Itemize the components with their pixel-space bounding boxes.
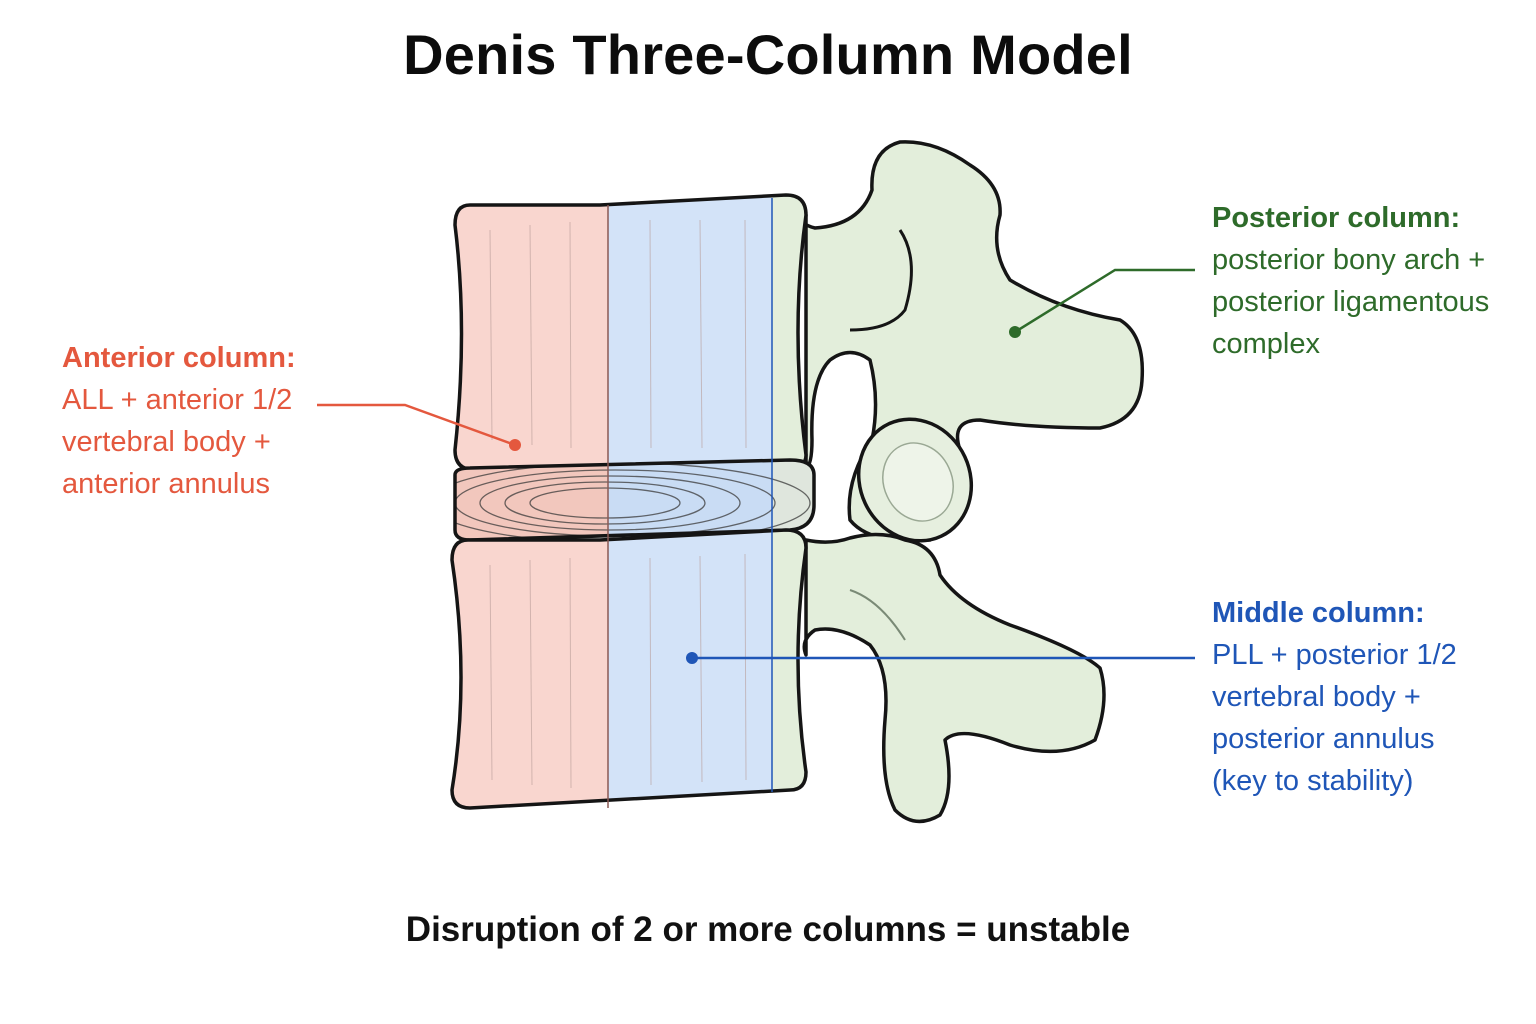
anterior-column-line-2: vertebral body + [62,426,271,458]
middle-column-line-2: vertebral body + [1212,681,1421,713]
diagram-title: Denis Three-Column Model [403,23,1133,86]
middle-column-line-3: posterior annulus [1212,723,1435,755]
middle-column-line-4: (key to stability) [1212,765,1414,797]
anterior-leader [317,403,521,451]
stability-rule: Disruption of 2 or more columns = unstab… [405,910,1131,949]
middle-leader [686,652,1195,664]
lower-vertebral-body [450,528,808,810]
middle-marker [686,652,698,664]
anterior-column-label: Anterior column: ALL + anterior 1/2 vert… [62,337,296,505]
posterior-marker [1009,326,1021,338]
anterior-column-heading: Anterior column: [62,342,296,374]
column-dividers [607,198,773,808]
anterior-column-line-3: anterior annulus [62,468,270,500]
posterior-elements [784,140,1145,824]
posterior-column-label: Posterior column: posterior bony arch + … [1212,197,1489,365]
posterior-column-line-3: complex [1212,328,1320,360]
lower-posterior-arch [802,532,1106,824]
middle-column-heading: Middle column: [1212,597,1425,629]
upper-vertebral-body [453,193,808,472]
middle-column-line-1: PLL + posterior 1/2 [1212,639,1457,671]
posterior-column-line-1: posterior bony arch + [1212,244,1486,276]
middle-column-label: Middle column: PLL + posterior 1/2 verte… [1212,592,1457,802]
anterior-marker [509,439,521,451]
posterior-column-heading: Posterior column: [1212,202,1461,234]
anterior-column-line-1: ALL + anterior 1/2 [62,384,293,416]
posterior-leader [1009,268,1195,338]
posterior-column-line-2: posterior ligamentous [1212,286,1490,318]
